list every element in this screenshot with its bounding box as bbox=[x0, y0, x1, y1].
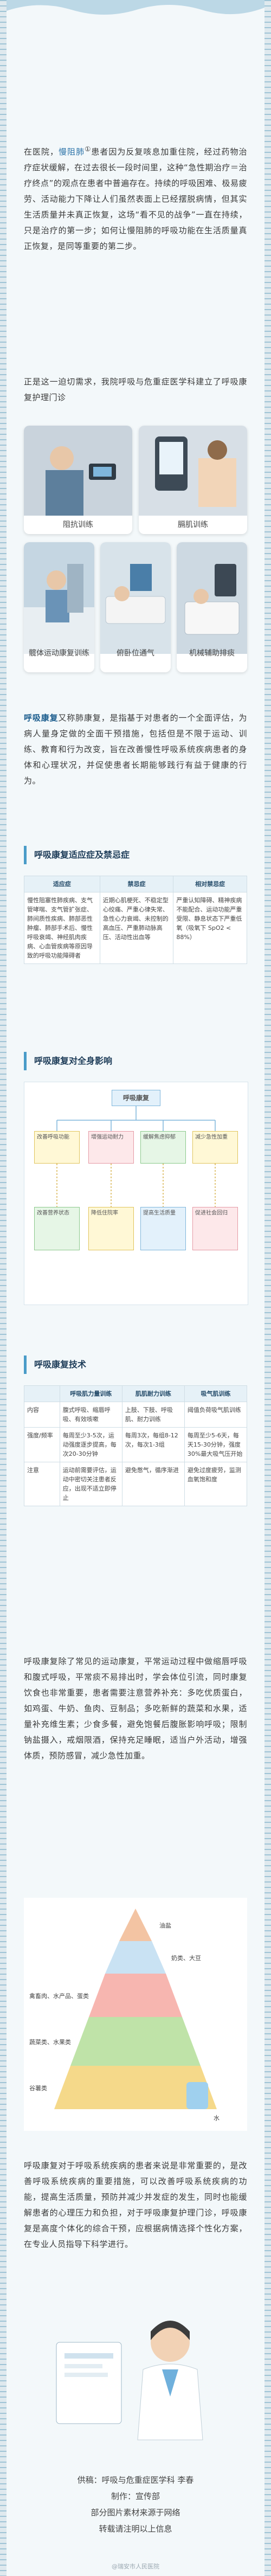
top-wave-decoration bbox=[7, 0, 264, 15]
section-title-indications: 呼吸康复适应症及禁忌症 bbox=[24, 846, 130, 864]
left-border-decoration bbox=[0, 0, 7, 2576]
table-cell: 腹式呼吸、缩唇呼吸、有效咳嗽 bbox=[59, 1402, 122, 1428]
indications-table: 适应症 禁忌症 相对禁忌症 慢性阻塞性肺疾病、支气管哮喘、支气管扩张症、肺间质性… bbox=[24, 876, 247, 964]
table-header-cell: 肌肌耐力训练 bbox=[121, 1385, 185, 1402]
diaphragm-training-image bbox=[139, 426, 247, 516]
photo-exercise-rehab: 髋体运动康复训练 bbox=[24, 542, 94, 672]
credits-producer: 制作：宣传部 bbox=[111, 2491, 160, 2501]
diagram-node: 提高生活质量 bbox=[140, 1207, 186, 1250]
right-border-decoration bbox=[264, 0, 271, 2576]
pyramid-label-grains: 谷薯类 bbox=[29, 2084, 47, 2092]
photo-caption: 髋体运动康复训练 bbox=[29, 649, 89, 658]
credits-reprint-note: 转载请注明以上信息 bbox=[99, 2524, 172, 2534]
table-cell: 慢性阻塞性肺疾病、支气管哮喘、支气管扩张症、肺间质性疾病、肺部恶性肿瘤、肺部手术… bbox=[24, 892, 100, 964]
doctor-illustration bbox=[24, 2304, 247, 2445]
diagram-connectors bbox=[56, 1106, 216, 1207]
table-cell: 运动前需要评估，运动中密切关注患者反应，出现不适立即停止 bbox=[59, 1462, 122, 1506]
table-header-cell bbox=[24, 1385, 60, 1402]
photo-caption: 机械辅助排痰 bbox=[189, 649, 235, 658]
food-pyramid-illustration: 油盐 奶类、大豆 禽畜肉、水产品、蛋类 蔬菜类、水果类 谷薯类 水 bbox=[24, 1898, 247, 2131]
pyramid-label-dairy: 奶类、大豆 bbox=[171, 1954, 201, 1962]
table-header-cell: 禁忌症 bbox=[99, 876, 174, 892]
prone-ventilation-image bbox=[100, 542, 171, 654]
table-cell: 注意 bbox=[24, 1462, 60, 1506]
diagram-node: 改善营养状态 bbox=[34, 1207, 80, 1250]
photo-mechanical-sputum: 机械辅助排痰 bbox=[177, 542, 247, 672]
diagram-node: 改善呼吸功能 bbox=[34, 1131, 80, 1164]
table-header-cell: 吸气肌训练 bbox=[184, 1385, 248, 1402]
intro-paragraph-2: 正是这一迫切需求，我院呼吸与危重症医学科建立了呼吸康复护理门诊 bbox=[24, 377, 247, 402]
diagram-node: 增强运动耐力 bbox=[88, 1131, 134, 1164]
photo-caption: 俯卧位通气 bbox=[117, 649, 154, 658]
table-cell: 阈值负荷吸气肌训练 bbox=[184, 1402, 248, 1428]
resistance-training-image bbox=[24, 426, 132, 516]
footnote-mark: ① bbox=[85, 145, 92, 153]
photo-caption: 阻抗训练 bbox=[63, 521, 93, 529]
credits-image-source: 部分图片素材来源于网络 bbox=[91, 2508, 180, 2517]
table-header-row: 适应症 禁忌症 相对禁忌症 bbox=[24, 876, 247, 892]
table-row: 注意 运动前需要评估，运动中密切关注患者反应，出现不适立即停止 避免憋气，循序渐… bbox=[24, 1462, 248, 1506]
photo-resistance-training: 阻抗训练 bbox=[24, 426, 132, 534]
table-cell: 每周至少5-6天，每天15-30分钟，强度30%最大吸气压开始 bbox=[184, 1427, 248, 1462]
table-cell: 上肢、下肢、呼吸肌、耐力训练 bbox=[121, 1402, 185, 1428]
closing-paragraph: 呼吸康复对于呼吸系统疾病的患者来说是非常重要的，是改善呼吸系统疾病的重要措施，可… bbox=[24, 2161, 247, 2249]
diagram-node: 缓解焦虑抑郁 bbox=[140, 1131, 186, 1164]
table-cell: 强度/频率 bbox=[24, 1427, 60, 1462]
mechanical-sputum-image bbox=[177, 542, 247, 654]
table-header-cell: 相对禁忌症 bbox=[173, 876, 247, 892]
intro-paragraph: 在医院，慢阻肺①患者因为反复咳息加重住院，经过药物治疗症状缓解，在过去很长一段时… bbox=[24, 145, 247, 251]
diagram-node: 减少急性加重 bbox=[192, 1131, 238, 1164]
nutrition-paragraph: 呼吸康复除了常见的运动康复，平常运动过程中做缩唇呼吸和腹式呼吸，平常痰不易排出时… bbox=[24, 1656, 247, 1761]
photo-diaphragm-training: 膈肌训练 bbox=[139, 426, 247, 534]
table-header-row: 呼吸肌力量训练 肌肌耐力训练 吸气肌训练 bbox=[24, 1385, 248, 1402]
table-cell: 每周至少3-5次，运动强度逐步提高，每次20-30分钟 bbox=[59, 1427, 122, 1462]
diagram-node: 促进社会回归 bbox=[192, 1207, 238, 1250]
table-row: 内容 腹式呼吸、缩唇呼吸、有效咳嗽 上肢、下肢、呼吸肌、耐力训练 阈值负荷吸气肌… bbox=[24, 1402, 248, 1428]
section-title-systemic-effects: 呼吸康复对全身影响 bbox=[24, 1052, 112, 1070]
pyramid-label-water: 水 bbox=[214, 2115, 220, 2122]
watermark: @瑞安市人民医院 bbox=[112, 2563, 159, 2570]
table-header-cell: 呼吸肌力量训练 bbox=[59, 1385, 122, 1402]
table-row: 慢性阻塞性肺疾病、支气管哮喘、支气管扩张症、肺间质性疾病、肺部恶性肿瘤、肺部手术… bbox=[24, 892, 247, 964]
diagram-node: 降低住院率 bbox=[88, 1207, 134, 1250]
photo-caption: 膈肌训练 bbox=[178, 521, 208, 529]
table-row: 强度/频率 每周至少3-5次，运动强度逐步提高，每次20-30分钟 每周3次，每… bbox=[24, 1427, 248, 1462]
techniques-table: 呼吸肌力量训练 肌肌耐力训练 吸气肌训练 内容 腹式呼吸、缩唇呼吸、有效咳嗽 上… bbox=[24, 1385, 248, 1506]
credits-author: 供稿：呼吸与危重症医学科 李春 bbox=[77, 2475, 194, 2485]
copd-term: 慢阻肺 bbox=[59, 147, 85, 157]
pyramid-label-vegetables: 蔬菜类、水果类 bbox=[29, 2038, 71, 2046]
definition-paragraph: 呼吸康复又称肺康复，是指基于对患者的一个全面评估，为病人量身定做的全面干预措施，… bbox=[24, 713, 247, 786]
systemic-effects-diagram: 呼吸康复 改善呼吸功能 增强运动耐力 缓解焦虑抑郁 减少急性加重 改善营养状态 … bbox=[24, 1082, 248, 1305]
pyramid-label-oil-salt: 油盐 bbox=[159, 1922, 171, 1929]
section-title-techniques: 呼吸康复技术 bbox=[24, 1356, 86, 1374]
table-header-cell: 适应症 bbox=[24, 876, 100, 892]
exercise-rehab-image bbox=[24, 542, 94, 654]
table-cell: 内容 bbox=[24, 1402, 60, 1428]
diagram-center-node: 呼吸康复 bbox=[112, 1090, 160, 1106]
table-cell: 避免憋气，循序渐进 bbox=[121, 1462, 185, 1506]
table-cell: 每周3次，每组8-12次，每次1-3组 bbox=[121, 1427, 185, 1462]
photo-prone-ventilation: 俯卧位通气 bbox=[100, 542, 171, 672]
table-cell: 避免过度疲劳，监测血氧饱和度 bbox=[184, 1462, 248, 1506]
table-cell: 近期心肌梗死、不稳定型心绞痛、严重心律失常、急性心力衰竭、未控制的高血压、严重肺… bbox=[99, 892, 174, 964]
pyramid-label-protein: 禽畜肉、水产品、蛋类 bbox=[29, 1992, 89, 2000]
pulmonary-rehab-term: 呼吸康复 bbox=[24, 713, 59, 723]
table-cell: 严重认知障碍、精神疾病不能配合、运动功能严重受限、静息状态下严重低氧（吸氧下 S… bbox=[173, 892, 247, 964]
